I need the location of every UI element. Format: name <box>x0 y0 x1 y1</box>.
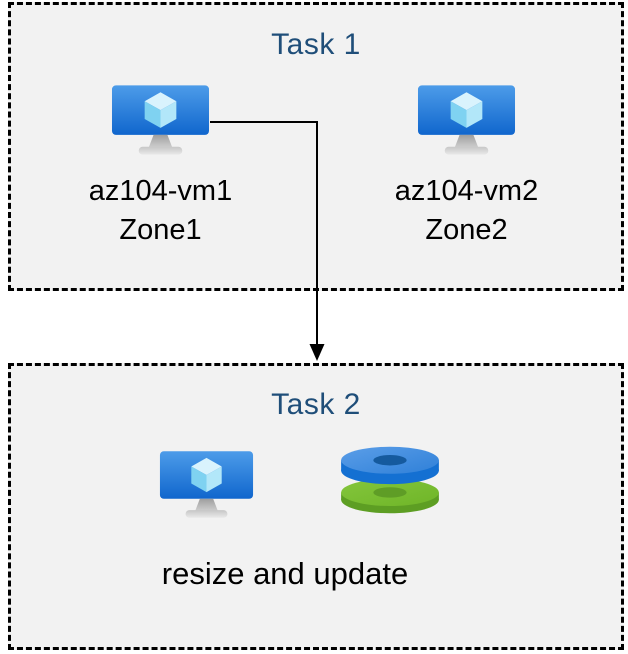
task2-title: Task 2 <box>271 388 361 421</box>
virtual-machine-icon <box>417 84 516 156</box>
vm2-zone: Zone2 <box>425 214 508 246</box>
vm1-zone: Zone1 <box>119 214 202 246</box>
vm1-label: az104-vm1 Zone1 <box>40 172 281 250</box>
virtual-machine-icon <box>159 450 254 519</box>
task2-caption: resize and update <box>161 556 409 591</box>
task1-title: Task 1 <box>271 28 361 61</box>
task2-box <box>8 363 624 650</box>
virtual-machine-icon <box>111 84 210 156</box>
vm2-label: az104-vm2 Zone2 <box>346 172 587 250</box>
managed-disks-icon <box>338 445 442 515</box>
vm2-name: az104-vm2 <box>394 175 539 207</box>
vm1-name: az104-vm1 <box>88 175 233 207</box>
